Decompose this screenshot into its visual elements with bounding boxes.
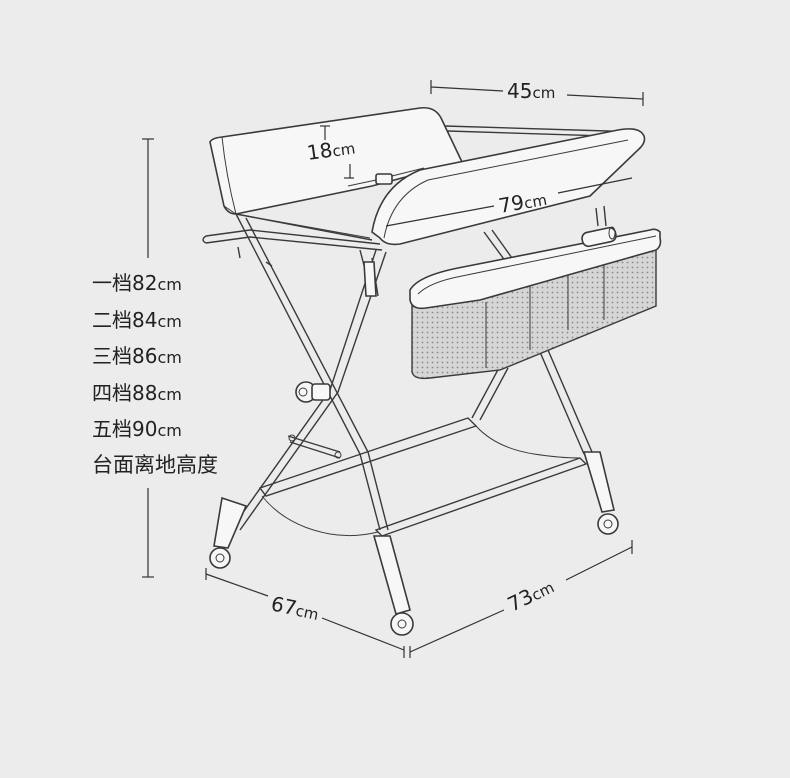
base-depth-label: 67cm — [269, 591, 321, 625]
height-level-3: 三档86cm — [92, 344, 182, 368]
length-label: 79cm — [497, 186, 549, 218]
storage-basket — [409, 226, 662, 380]
bottom-shelf — [258, 417, 588, 537]
height-levels: 一档82cm 二档84cm 三档86cm 四档88cm 五档90cm 台面离地高… — [92, 265, 218, 482]
dimension-width: 45cm — [430, 79, 644, 106]
dimension-height-line — [142, 138, 154, 578]
height-level-5: 五档90cm — [92, 417, 182, 441]
width-label: 45cm — [507, 79, 555, 103]
height-level-2: 二档84cm — [92, 307, 182, 332]
back-rail — [202, 125, 641, 267]
height-level-4: 四档88cm — [92, 380, 182, 405]
dimension-base-length: 73cm — [409, 540, 633, 658]
legs-feet — [209, 261, 619, 636]
height-caption: 台面离地高度 — [92, 452, 218, 477]
height-level-1: 一档82cm — [92, 271, 182, 295]
changing-pad — [209, 106, 646, 246]
base-length-label: 73cm — [504, 574, 558, 617]
depth-label: 18cm — [305, 134, 356, 164]
dimension-base-depth: 67cm — [205, 568, 405, 658]
dimension-length: 79cm — [385, 177, 633, 227]
